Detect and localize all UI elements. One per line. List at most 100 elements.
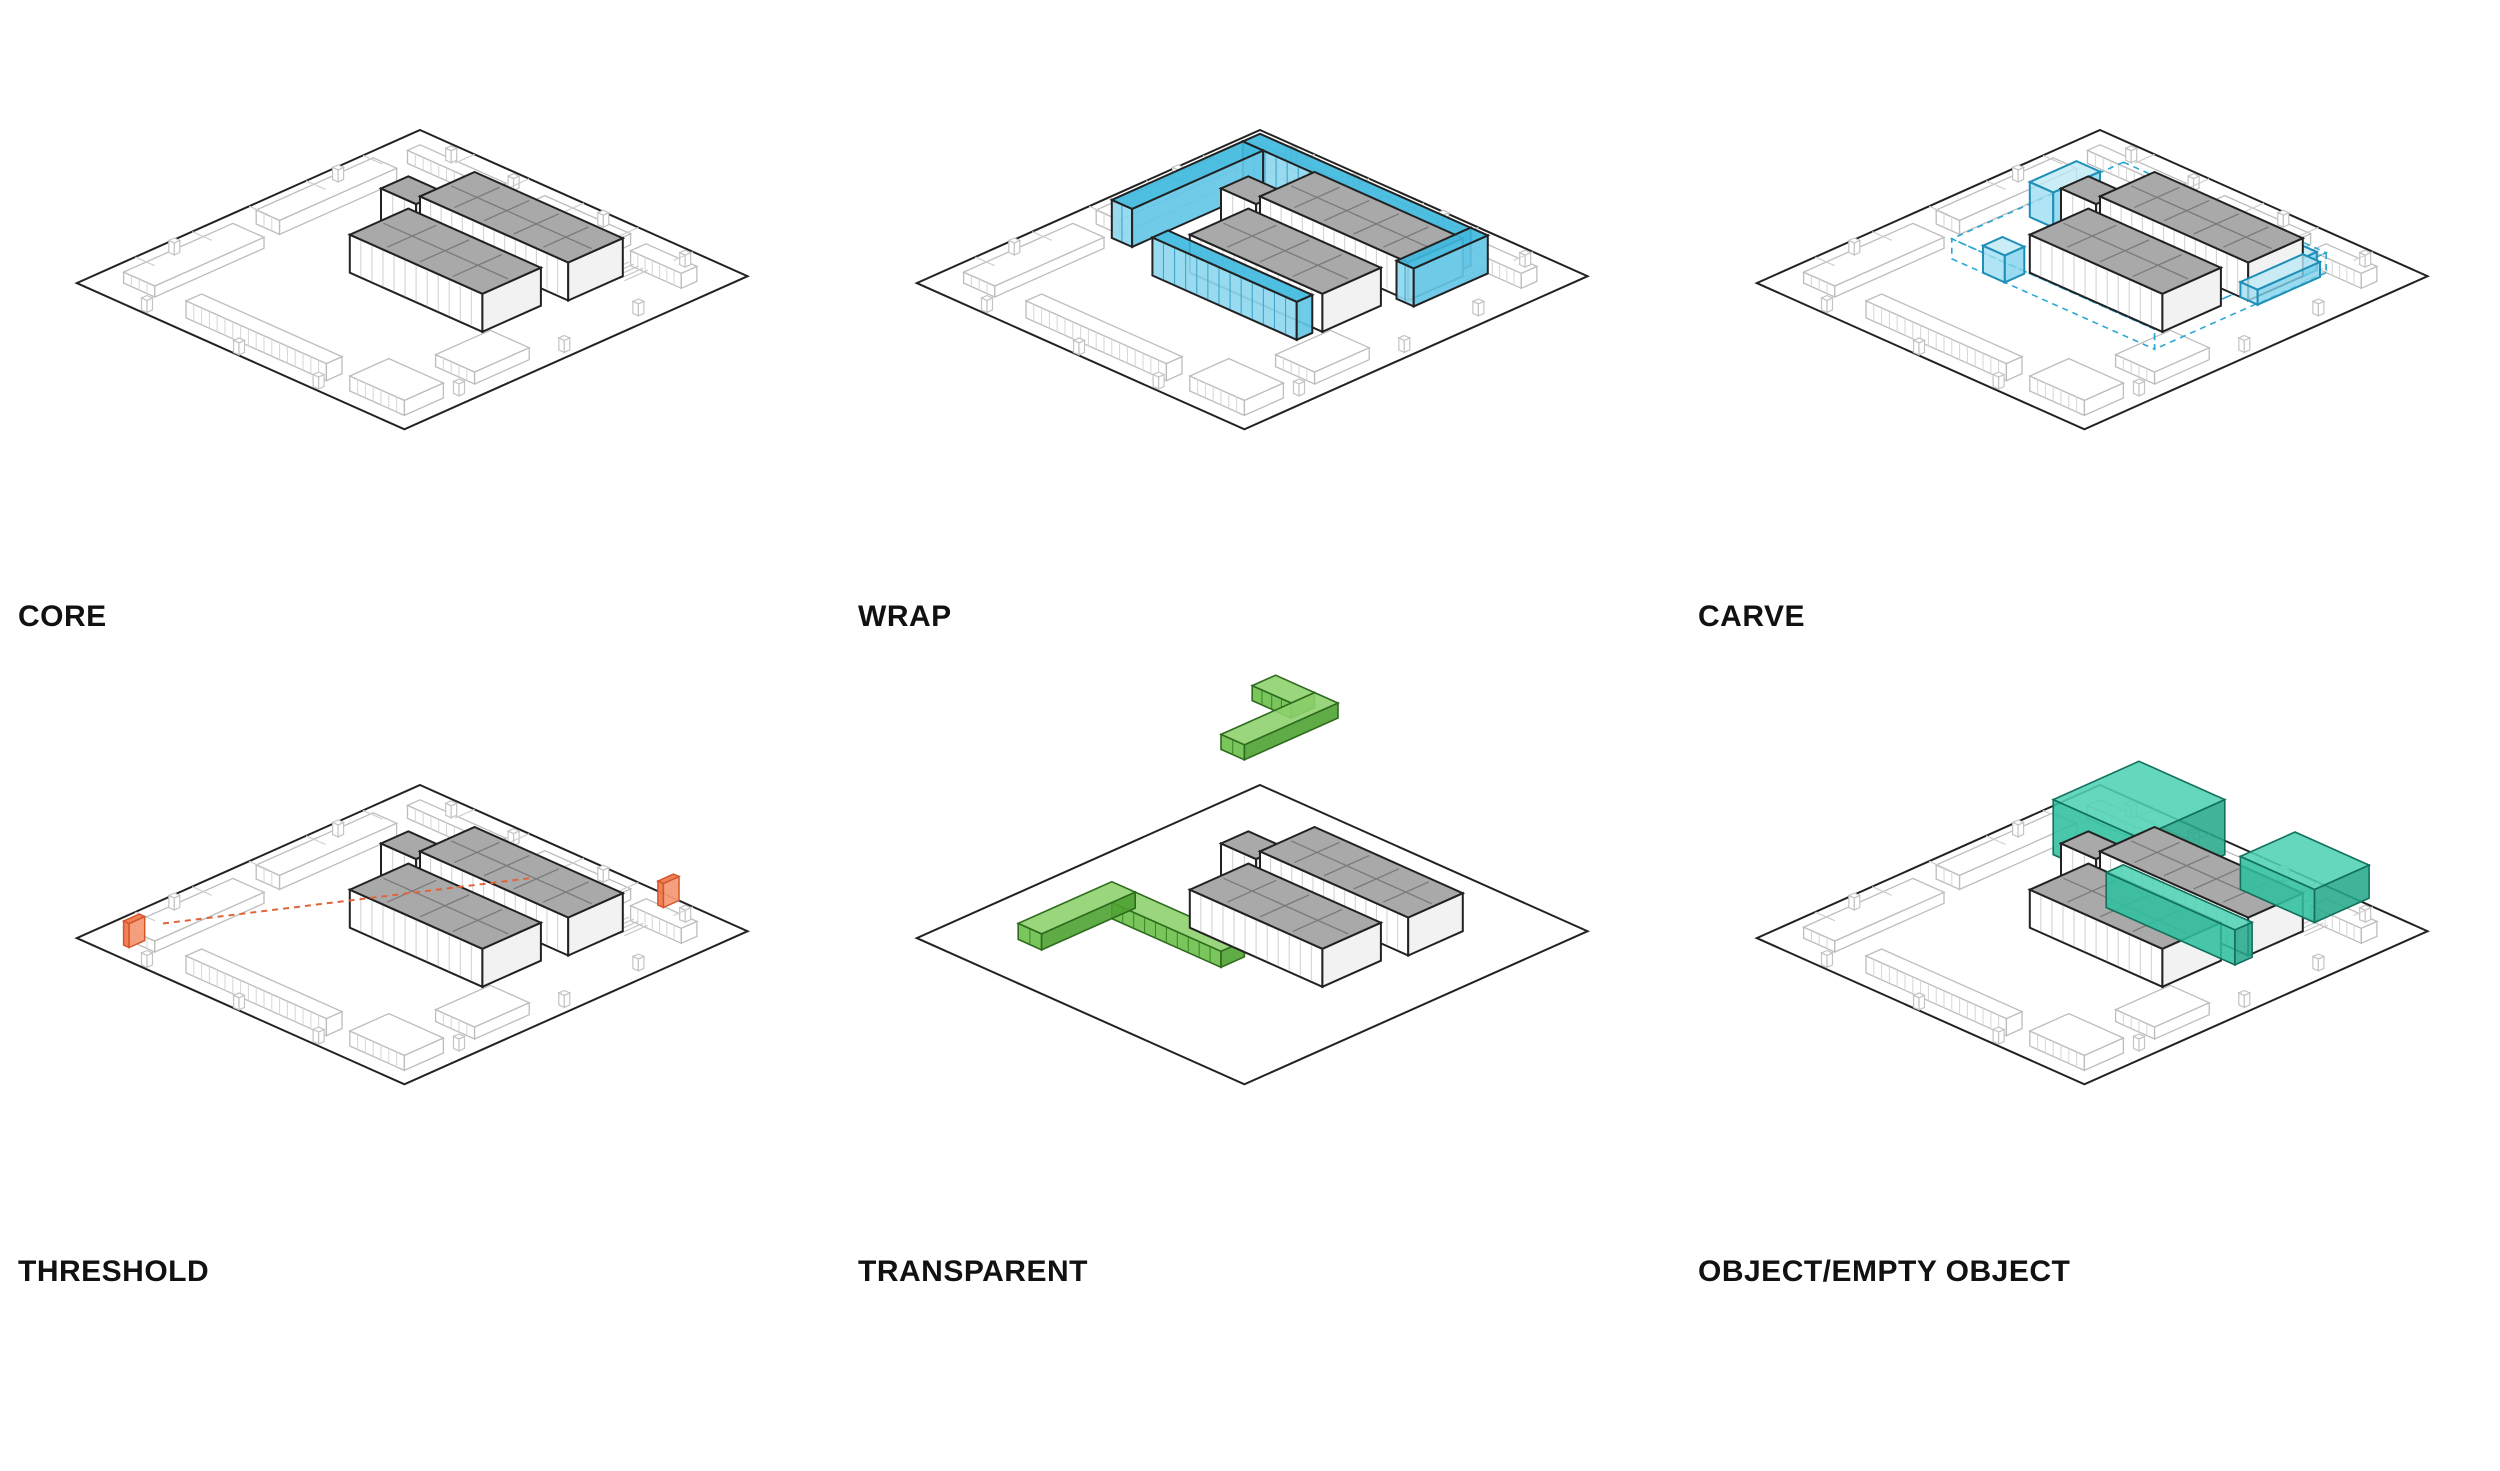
context-pier-7-face-top [1820,294,1834,302]
context-pier-11-face-top [1847,892,1862,899]
context-pier-9-face-top [1991,371,2006,378]
context-south-a-cap [184,293,344,365]
context-grid-line [1928,860,1949,871]
context-grid-line [1031,231,1052,241]
context-pier-2-face-top [2276,209,2291,216]
context-grid-line [191,886,212,896]
context-grid-line [1088,205,1109,216]
context-pier-8-face-top [1072,337,1086,344]
context-grid-line [564,857,585,868]
object-volume-spine-face-top [2104,863,2255,931]
context-south-b-cap [348,1012,445,1057]
panel-carve: CARVE [1680,10,2500,633]
context-grid-line [1513,251,1534,262]
context-pier-10-face-top [331,819,346,826]
context-grid-line [1871,886,1892,896]
context-pier-4-face-top [1471,298,1486,305]
context-grid-line [2298,226,2319,237]
context-pier-6-face-top [452,378,466,385]
panel-transparent: TRANSPARENT [840,665,1660,1288]
context-pier-11-face-top [167,237,182,244]
context-pier-11-face-top [1847,237,1862,244]
context-grid-line [564,202,585,213]
context-south-a-cap [184,948,344,1020]
context-grid-line [362,809,383,820]
context-grid-line [305,180,326,191]
axonometric-diagram-transparent [914,674,1591,1086]
context-grid-line [1985,835,2006,846]
object-volume-south-face-top [2238,831,2372,891]
context-pier-2-face-top [596,209,611,216]
context-south-a-cap [1864,948,2024,1020]
context-pier-2-face-top [596,864,611,871]
panel-threshold: THRESHOLD [0,665,820,1288]
context-stair-line [624,924,649,937]
context-grid-line [673,251,694,262]
context-pier-6-face-top [1292,378,1306,385]
context-grid-line [1815,911,1836,922]
carve-void-south-face-top [2237,253,2323,291]
context-pier-9-face-top [1151,371,1166,378]
context-grid-line [305,835,326,846]
context-pier-10-face-top [331,164,346,171]
core-corridor-line [1223,877,1349,935]
carve-dashed-envelope-face-side [2153,251,2328,351]
context-pier-11-face-top [167,892,182,899]
wrap-bar-north-face-top [1109,140,1266,210]
context-grid-line [673,906,694,917]
context-grid-line [1815,256,1836,267]
context-east-b-cap [2114,984,2211,1028]
core-corridor-line [1223,222,1349,280]
panel-label-wrap: WRAP [858,600,952,633]
wrap-bar-south-face-top [1394,226,1491,270]
context-grid-line [248,860,269,871]
context-west-b-cap [122,222,266,287]
context-stair-line [2304,924,2329,937]
wrap-bar-east-face-top [1149,229,1315,303]
context-grid-line [618,881,639,892]
context-east-b-cap [434,984,531,1028]
context-pier-8-face-top [232,337,246,344]
panel-wrap: WRAP [840,10,1660,633]
panel-label-threshold: THRESHOLD [18,1255,210,1288]
core-corridor-line [1290,840,1432,905]
threshold-gate-west-face-top [656,873,681,885]
context-west-a-cap [254,812,399,877]
context-pier-6-face-top [452,1033,466,1040]
context-west-b-cap [1802,877,1946,942]
core-corridor-line [2130,185,2272,250]
context-pier-11-face-top [1007,237,1022,244]
context-south-b-cap [348,357,445,402]
context-grid-line [1928,205,1949,216]
axonometric-diagram-core [74,128,751,431]
context-pier-5-face-top [2237,989,2252,997]
context-grid-line [618,226,639,237]
panel-label-core: CORE [18,600,107,633]
context-grid-line [362,154,383,165]
context-grid-line [2353,251,2374,262]
threshold-gate-east-face-top [121,913,147,925]
context-pier-9-face-top [1991,1026,2006,1033]
context-pier-5-face-top [557,989,572,997]
context-east-b-cap [1274,329,1371,373]
context-east-b-cap [434,329,531,373]
context-east-b-cap [2114,329,2211,373]
context-pier-5-face-top [557,334,572,342]
panel-object: OBJECT/EMPTY OBJECT [1680,665,2500,1288]
context-pier-7-face-top [980,294,994,302]
carve-void-north-face-top [2027,160,2103,194]
core-corridor-line [383,877,509,935]
context-pier-6-face-top [2132,1033,2146,1040]
context-grid-line [454,808,475,819]
context-pier-7-face-top [140,949,154,957]
transparent-volume-west-b-face-top [1016,880,1138,935]
context-west-b-cap [122,877,266,942]
context-grid-line [2134,153,2155,164]
context-grid-line [135,256,156,267]
context-grid-line [509,833,530,843]
panel-label-object: OBJECT/EMPTY OBJECT [1698,1255,2071,1288]
panel-label-transparent: TRANSPARENT [858,1255,1088,1288]
context-grid-line [2042,154,2063,165]
context-pier-6-face-top [2132,378,2146,385]
axonometric-diagram-wrap [914,128,1591,431]
